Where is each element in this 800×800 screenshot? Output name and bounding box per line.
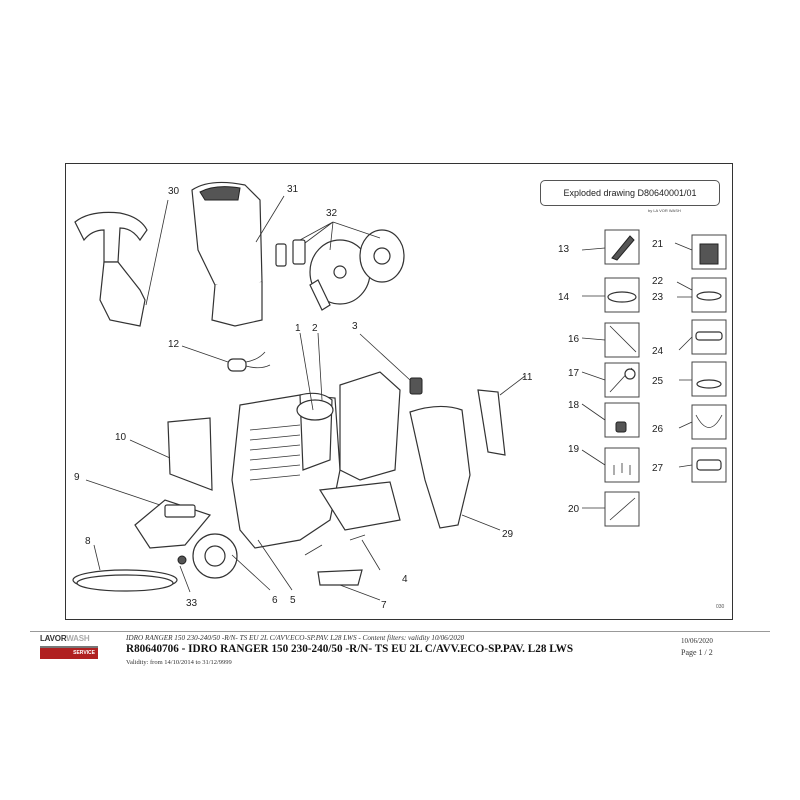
arrows — [304, 534, 366, 556]
label-33: 33 — [186, 598, 198, 609]
part-7-plate — [317, 569, 381, 601]
validity-text: Validity: from 14/10/2014 to 31/12/9999 — [126, 659, 232, 666]
drawing-stamp: 030 — [716, 604, 725, 610]
brand-logo: LAVORWASH SERVICE — [40, 634, 98, 662]
drawing-title: Exploded drawing D80640001/01 — [540, 180, 720, 206]
part-32-hose-reel — [275, 221, 405, 311]
drawing-byline: by LA VOR WASH — [648, 208, 681, 213]
label-31: 31 — [287, 184, 299, 195]
drawing-frame — [65, 163, 733, 620]
label-12: 12 — [168, 339, 180, 350]
part-3-switch — [359, 333, 423, 395]
label-1: 1 — [295, 323, 301, 334]
label-25: 25 — [652, 376, 664, 387]
label-19: 19 — [568, 444, 580, 455]
label-17: 17 — [568, 368, 580, 379]
part-31-body-cover — [191, 181, 285, 327]
label-20: 20 — [568, 504, 580, 515]
label-4: 4 — [402, 574, 408, 585]
label-14: 14 — [558, 292, 570, 303]
label-23: 23 — [652, 292, 664, 303]
label-11: 11 — [522, 372, 533, 383]
label-8: 8 — [85, 536, 91, 547]
label-29: 29 — [502, 529, 514, 540]
accessory-icons — [581, 229, 727, 527]
footer-divider — [30, 631, 770, 632]
part-10-cover — [129, 417, 213, 491]
label-27: 27 — [652, 463, 664, 474]
label-30: 30 — [168, 186, 180, 197]
part-11-bracket — [477, 375, 526, 456]
page-indicator: Page 1 / 2 — [681, 648, 713, 657]
label-21: 21 — [652, 239, 664, 250]
part-number-labels: 30 31 32 1 2 3 12 11 10 9 29 8 4 33 6 5 … — [74, 184, 664, 611]
label-9: 9 — [74, 472, 80, 483]
document-date: 10/06/2020 — [681, 637, 713, 645]
label-10: 10 — [115, 432, 127, 443]
part-12-capacitor — [181, 345, 271, 372]
label-6: 6 — [272, 595, 278, 606]
label-18: 18 — [568, 400, 580, 411]
part-29-front-panel — [409, 405, 501, 531]
label-24: 24 — [652, 346, 664, 357]
part-9-accessory-holder — [85, 479, 212, 549]
part-30-handle — [74, 199, 169, 327]
label-7: 7 — [381, 600, 387, 611]
label-22: 22 — [652, 276, 664, 287]
service-band: SERVICE — [40, 646, 98, 659]
label-26: 26 — [652, 424, 664, 435]
label-3: 3 — [352, 321, 358, 332]
label-13: 13 — [558, 244, 570, 255]
part-6-wheel — [177, 533, 381, 593]
part-8-hose — [72, 544, 178, 592]
label-32: 32 — [326, 208, 338, 219]
document-title: R80640706 - IDRO RANGER 150 230-240/50 -… — [126, 643, 574, 655]
footer-subtitle: IDRO RANGER 150 230-240/50 -R/N- TS EU 2… — [126, 634, 465, 642]
label-2: 2 — [312, 323, 318, 334]
label-5: 5 — [290, 595, 296, 606]
main-body — [231, 332, 401, 549]
label-16: 16 — [568, 334, 580, 345]
